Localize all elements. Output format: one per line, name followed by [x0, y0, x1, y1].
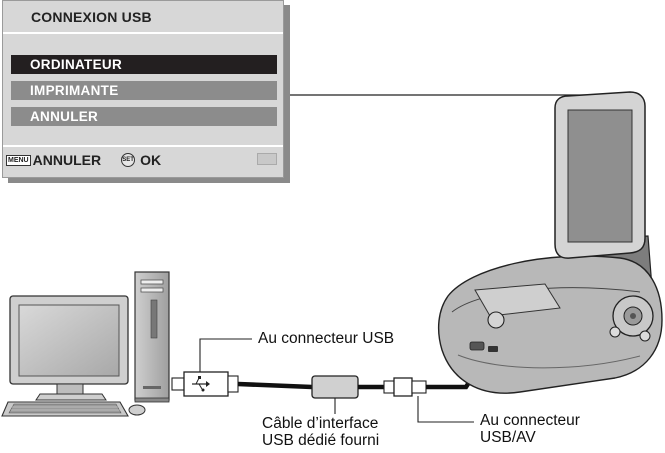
usbav-label-line2: USB/AV [480, 429, 536, 446]
usb-callout-line [199, 338, 252, 372]
menu-key-icon: MENU [6, 154, 31, 166]
usb-symbol-icon [192, 376, 210, 392]
usb-a-plug-tip [171, 377, 185, 391]
ferrite-core [311, 375, 359, 399]
usb-connection-menu: CONNEXION USB ORDINATEUR IMPRIMANTE ANNU… [2, 0, 284, 178]
menu-footer: MENU ANNULER SET OK [6, 151, 161, 169]
usb-cable [171, 348, 492, 399]
usb-connector-label: Au connecteur USB [258, 330, 395, 347]
cable-label-line2: USB dédié fourni [262, 432, 380, 449]
menu-title: CONNEXION USB [31, 9, 152, 25]
set-key-icon: SET [121, 153, 136, 167]
camera-lcd-screen [567, 109, 633, 243]
camera-illustration [437, 91, 663, 394]
computer-monitor [9, 295, 129, 401]
usbav-label-line1: Au connecteur [480, 412, 580, 429]
menu-item-imprimante[interactable]: IMPRIMANTE [11, 81, 277, 100]
menu-footer-divider [3, 145, 283, 147]
cable-label-line1: Câble d’interface [262, 415, 379, 432]
usbav-callout-line [417, 396, 474, 423]
computer-keyboard [1, 401, 129, 417]
footer-ok-label: OK [140, 152, 162, 168]
menu-item-annuler[interactable]: ANNULER [11, 107, 277, 126]
lcd-leader-line [290, 94, 599, 190]
footer-cancel-label: ANNULER [32, 152, 102, 168]
computer-tower [134, 271, 170, 403]
battery-icon [257, 153, 277, 165]
menu-item-ordinateur[interactable]: ORDINATEUR [11, 55, 277, 74]
computer-illustration [1, 271, 170, 417]
computer-mouse [128, 404, 146, 416]
usb-av-plug-body [393, 377, 413, 397]
menu-divider [3, 32, 283, 34]
